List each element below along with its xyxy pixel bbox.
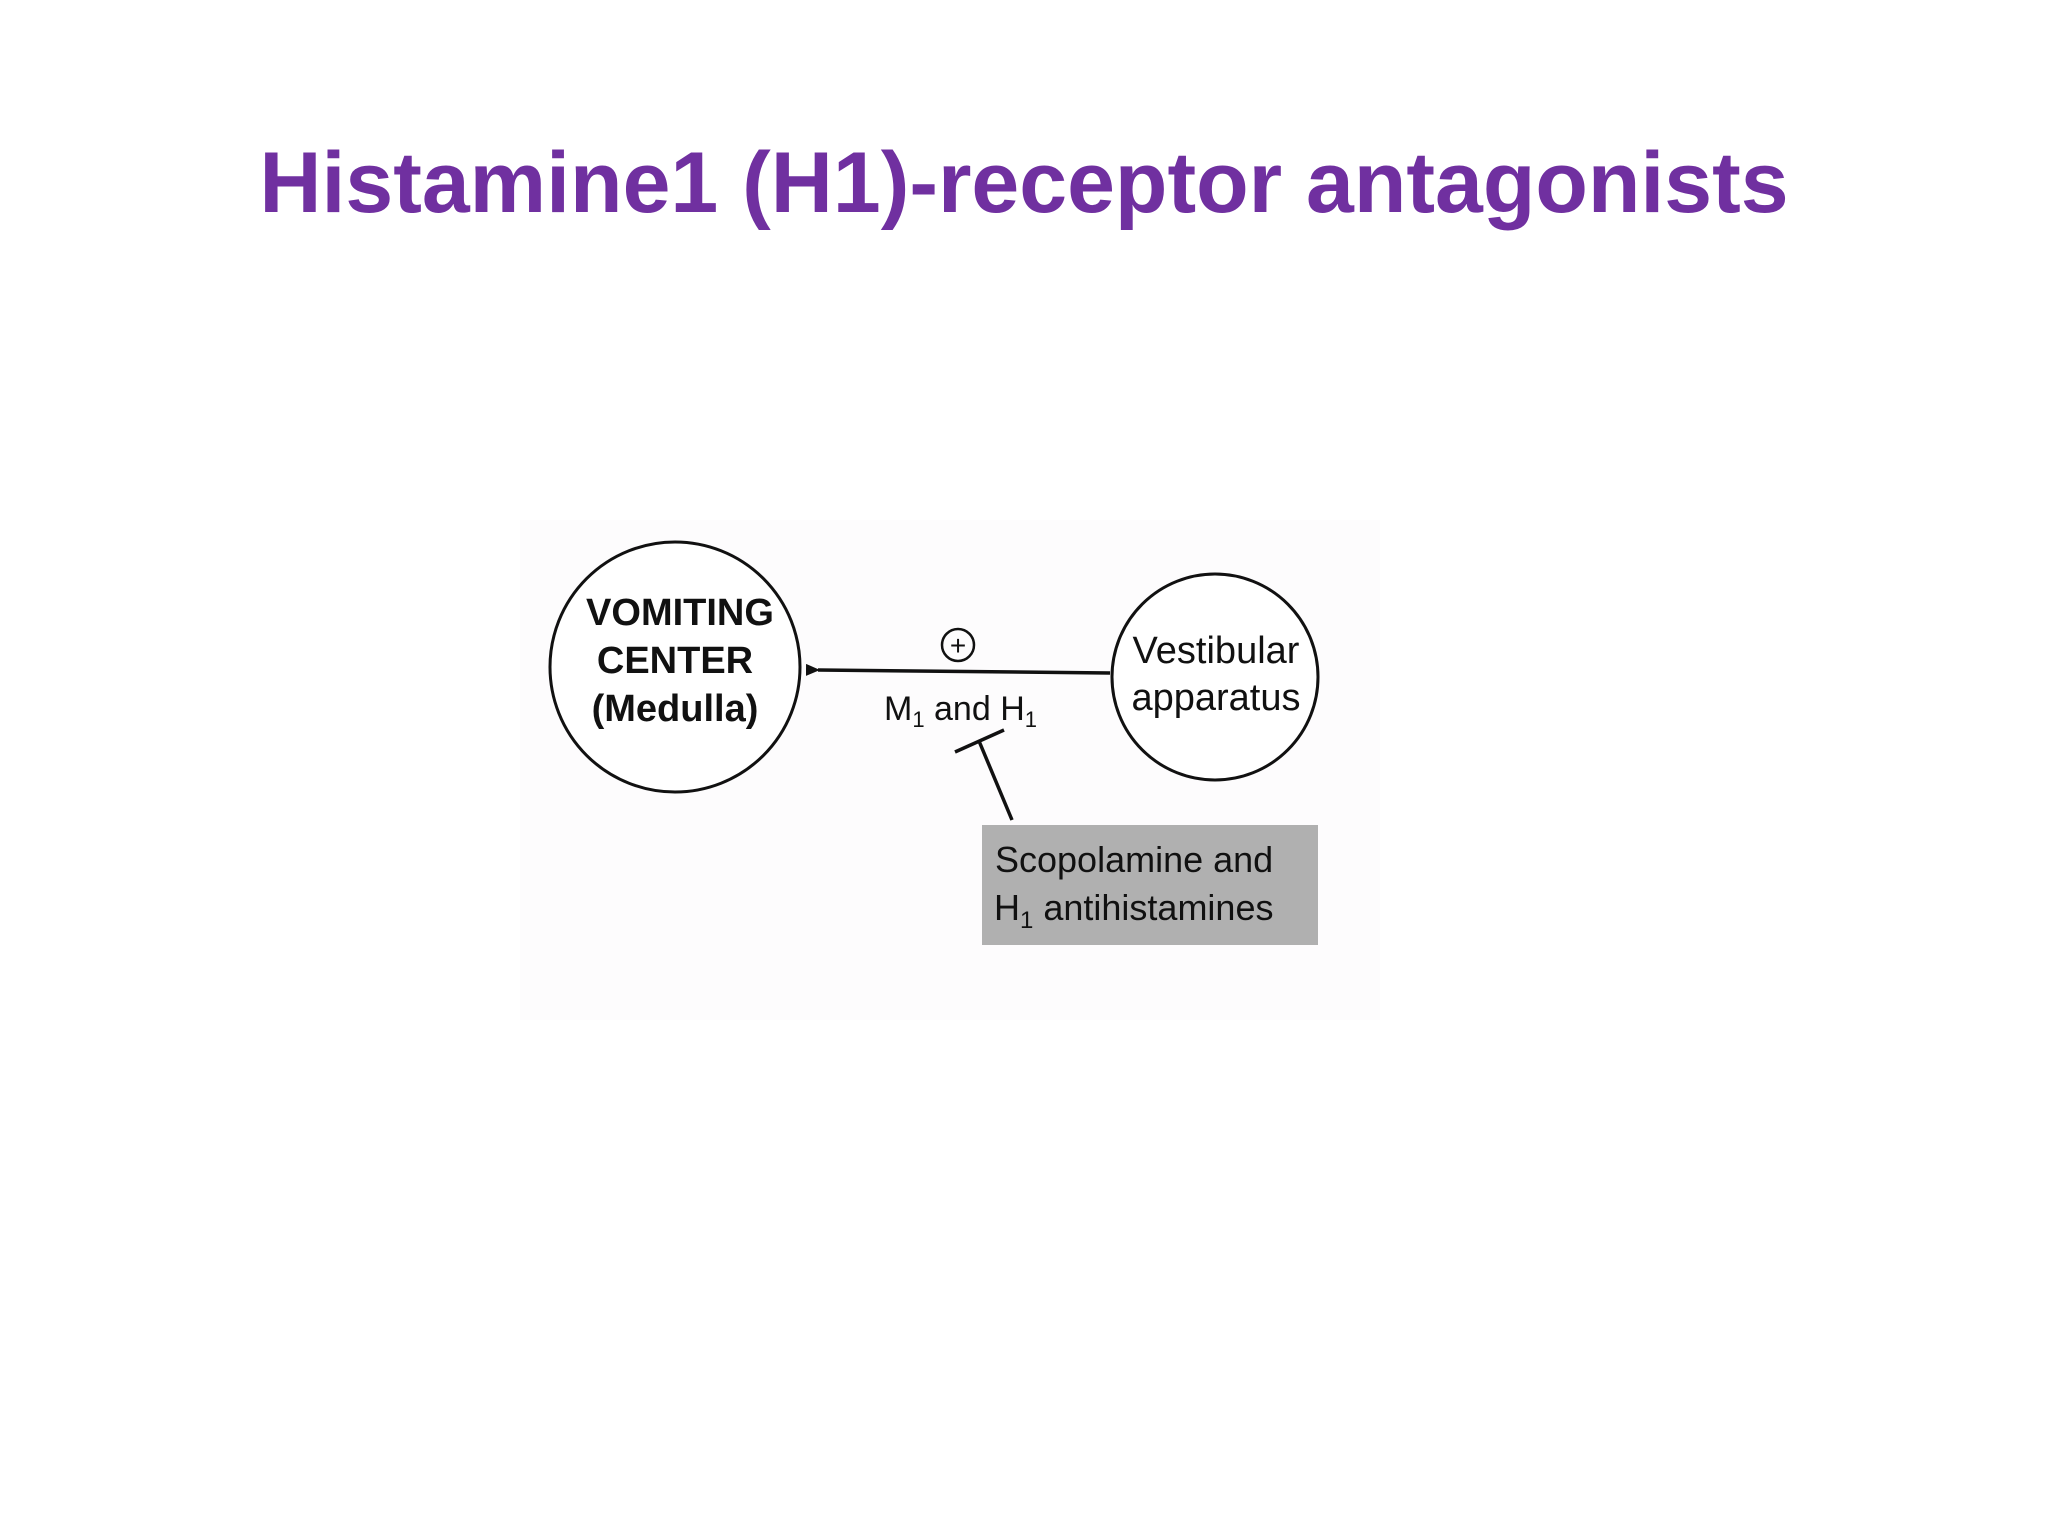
diagram-svg: VOMITING CENTER (Medulla) Vestibular app… bbox=[548, 540, 1320, 945]
vestibular-node: Vestibular apparatus bbox=[1110, 572, 1320, 782]
pathway-diagram: VOMITING CENTER (Medulla) Vestibular app… bbox=[520, 520, 1380, 1020]
inhibition-line bbox=[977, 740, 1014, 821]
vestibular-line2: apparatus bbox=[1131, 677, 1300, 719]
drug-box: Scopolamine and H1 antihistamines bbox=[982, 825, 1318, 945]
receptor-label: M1 and H1 bbox=[884, 690, 1037, 732]
inhibition-marker bbox=[954, 728, 1014, 821]
stimulation-arrow bbox=[805, 663, 1111, 676]
plus-sign: + bbox=[950, 630, 966, 661]
vomiting-center-line2: CENTER bbox=[597, 640, 753, 682]
drug-box-background bbox=[982, 825, 1318, 945]
vestibular-circle bbox=[1110, 572, 1320, 782]
plus-circle bbox=[940, 627, 976, 663]
vomiting-center-node: VOMITING CENTER (Medulla) bbox=[548, 540, 802, 794]
drug-box-line2: H1 antihistamines bbox=[994, 887, 1273, 934]
plus-symbol: + bbox=[940, 627, 976, 663]
vestibular-line1: Vestibular bbox=[1133, 630, 1300, 672]
drug-box-line1: Scopolamine and bbox=[995, 839, 1273, 880]
vomiting-center-circle bbox=[548, 540, 802, 794]
vomiting-center-line1: VOMITING bbox=[586, 592, 774, 634]
slide-title: Histamine1 (H1)-receptor antagonists bbox=[259, 135, 1789, 231]
vomiting-center-line3: (Medulla) bbox=[592, 688, 759, 730]
